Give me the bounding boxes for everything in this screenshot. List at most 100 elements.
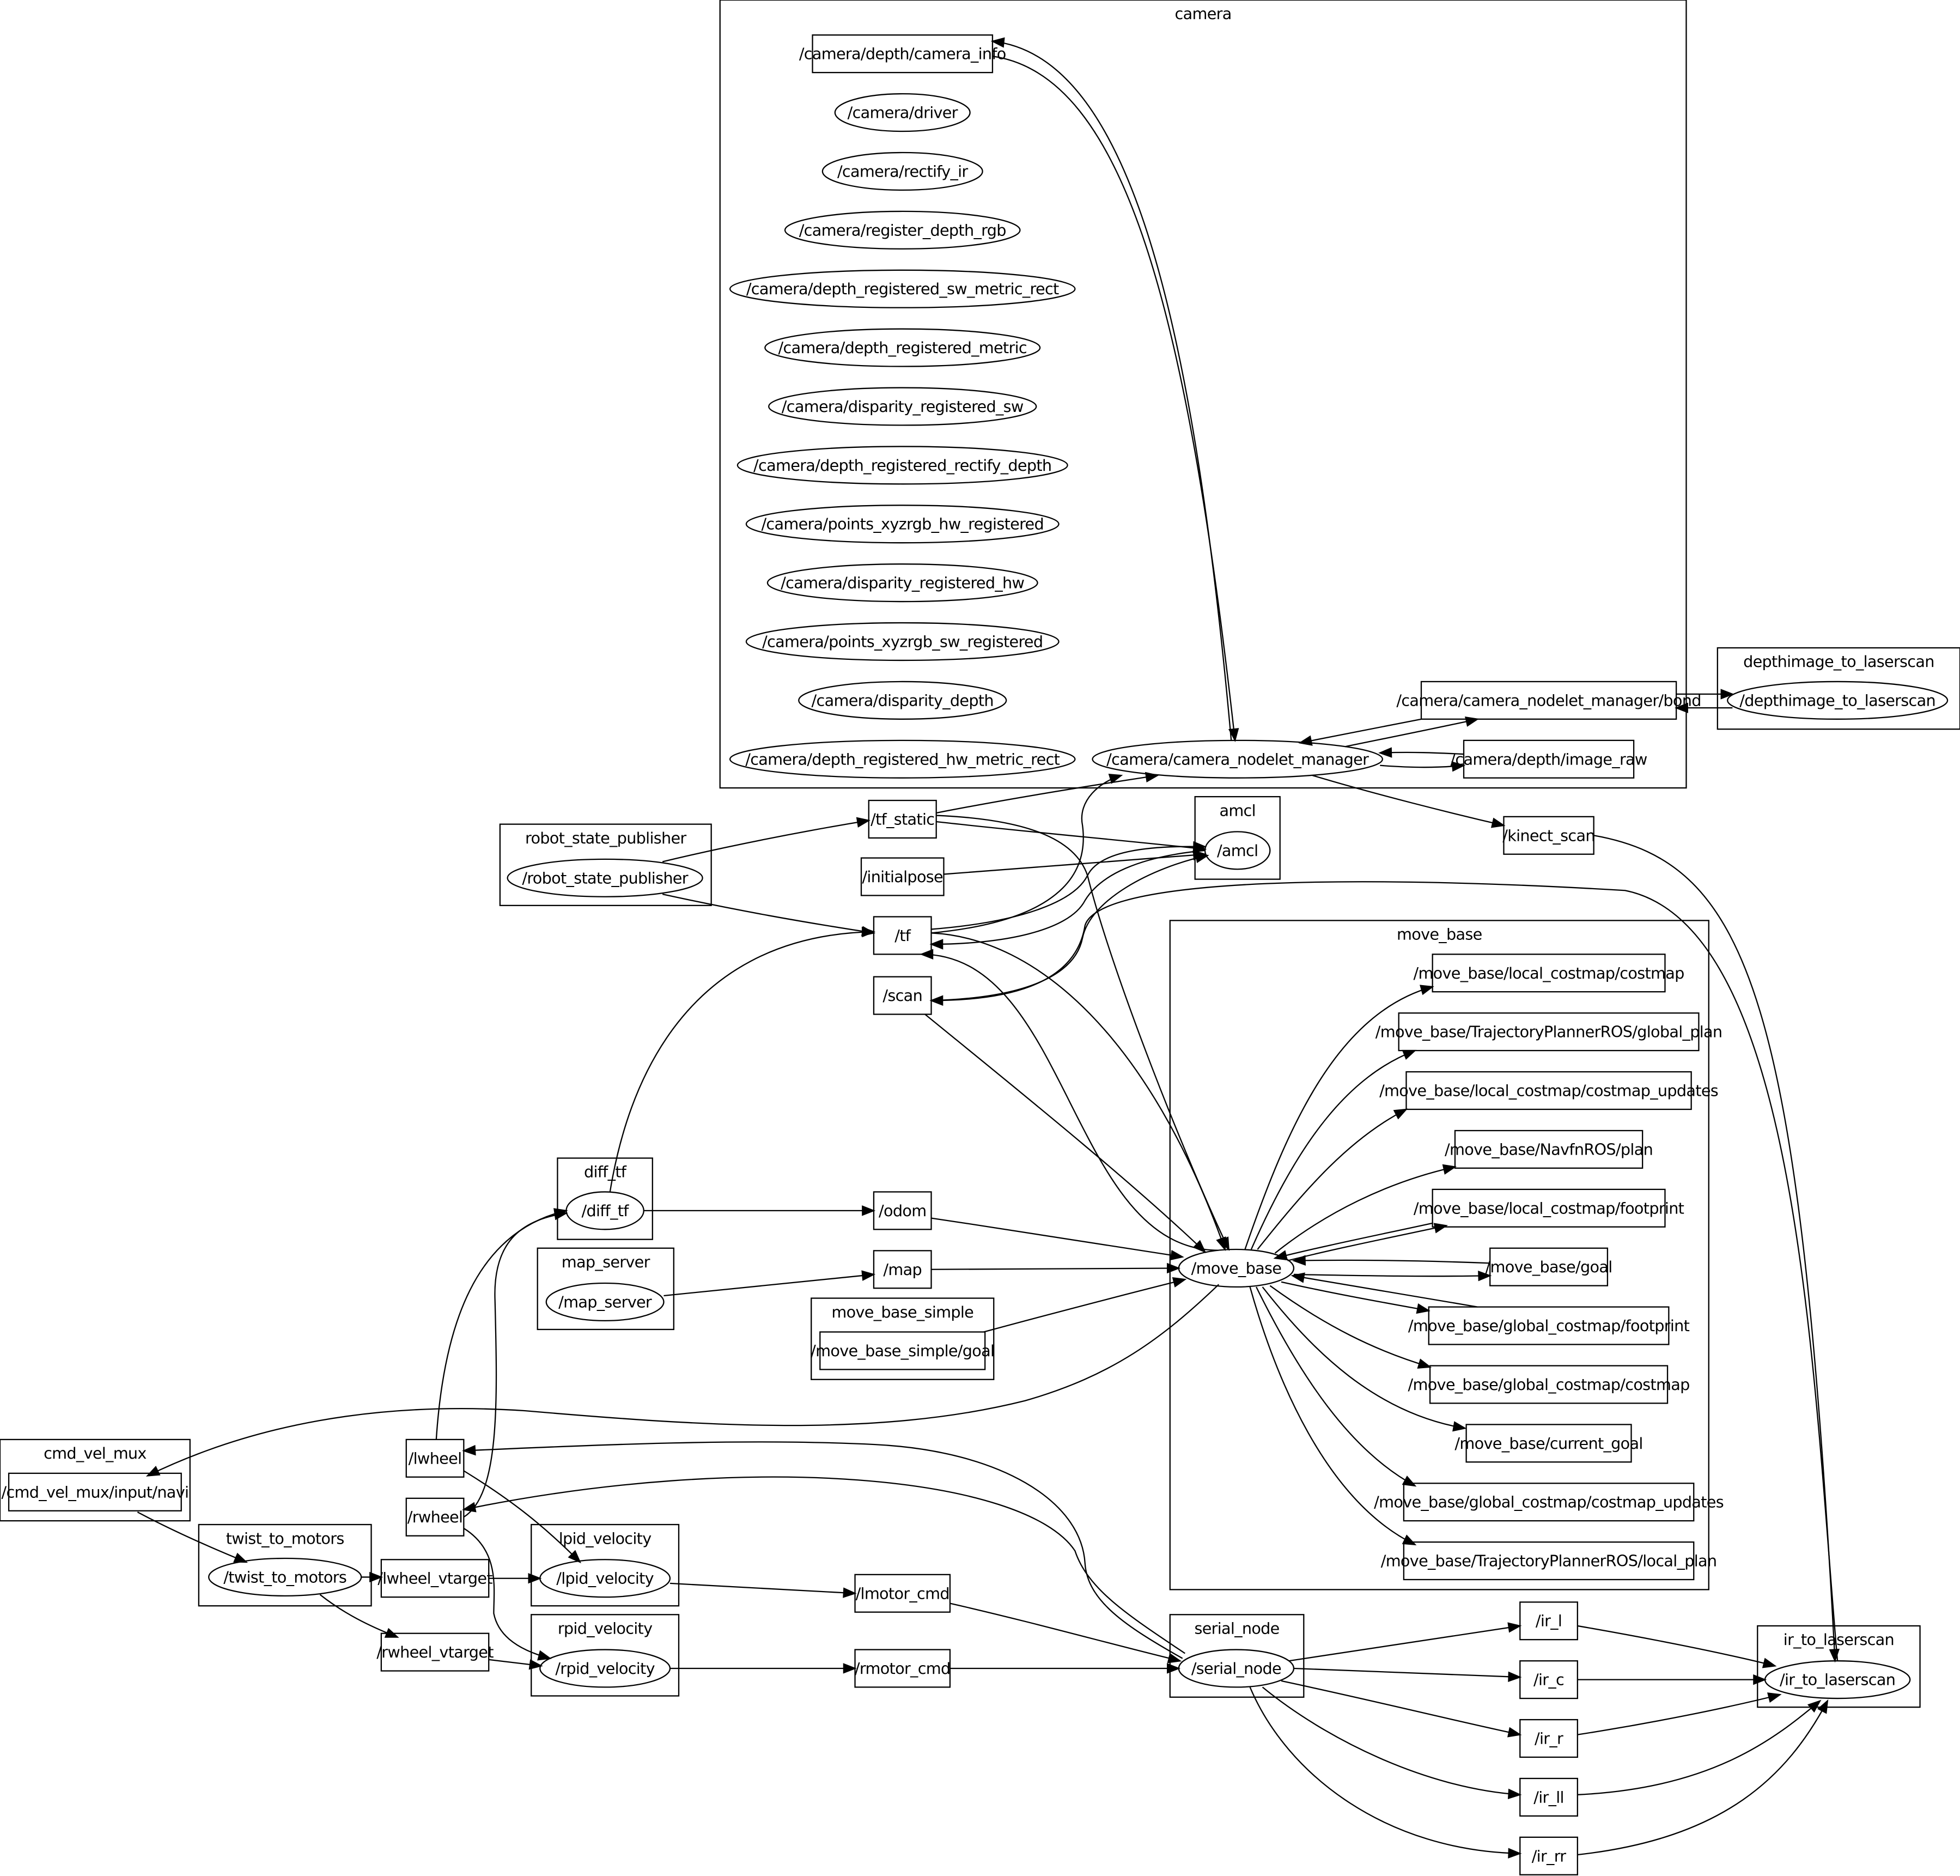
edge-line	[1300, 718, 1422, 744]
edge-robot-state-publisher-to-tf-static	[662, 817, 871, 863]
topic-camera-depth-image-raw[interactable]: /camera/depth/image_raw	[1450, 739, 1648, 779]
topic-ir-rr[interactable]: /ir_rr	[1519, 1836, 1578, 1875]
ros-node-lpid-velocity[interactable]: /lpid_velocity	[539, 1559, 671, 1598]
ros-node-camera-disparity-depth[interactable]: /camera/disparity_depth	[798, 681, 1007, 720]
topic-move-base-global-costmap-footprint[interactable]: /move_base/global_costmap/footprint	[1408, 1306, 1690, 1345]
ros-node-camera-depth-registered-sw-metric-rect[interactable]: /camera/depth_registered_sw_metric_rect	[729, 269, 1076, 308]
ros-node-camera-points-xyzrgb-sw-registered[interactable]: /camera/points_xyzrgb_sw_registered	[745, 622, 1060, 661]
topic-kinect-scan[interactable]: /kinect_scan	[1502, 816, 1596, 855]
ros-node-diff-tf[interactable]: /diff_tf	[565, 1191, 644, 1230]
arrowhead-icon	[1192, 1240, 1207, 1253]
edge-line	[435, 1210, 567, 1440]
edge-lwheel-to-diff-tf	[435, 1208, 568, 1440]
topic-move-base-current-goal[interactable]: /move_base/current_goal	[1454, 1424, 1643, 1463]
edge-depthimage-to-laserscan-to-camera-camera-nodelet-manager-bond	[1674, 702, 1733, 713]
topic-move-base-trajectoryplannerros-local-plan[interactable]: /move_base/TrajectoryPlannerROS/local_pl…	[1381, 1541, 1717, 1581]
ros-node-rpid-velocity[interactable]: /rpid_velocity	[539, 1649, 671, 1688]
node-label: /camera/points_xyzrgb_hw_registered	[761, 515, 1044, 533]
ros-node-camera-camera-nodelet-manager[interactable]: /camera/camera_nodelet_manager	[1092, 739, 1384, 779]
topic-cmd-vel-mux-input-navi[interactable]: /cmd_vel_mux/input/navi	[2, 1472, 189, 1511]
arrowhead-icon	[369, 1571, 384, 1583]
ros-node-camera-depth-registered-rectify-depth[interactable]: /camera/depth_registered_rectify_depth	[736, 446, 1068, 485]
cluster-label: robot_state_publisher	[525, 829, 686, 847]
topic-move-base-local-costmap-footprint[interactable]: /move_base/local_costmap/footprint	[1414, 1188, 1684, 1228]
cluster-diff-tf: diff_tf	[557, 1157, 653, 1240]
topic-lwheel[interactable]: /lwheel	[405, 1438, 465, 1478]
topic-move-base-global-costmap-costmap-updates[interactable]: /move_base/global_costmap/costmap_update…	[1374, 1483, 1724, 1522]
nodes-layer: /camera/depth/camera_info/camera/driver /…	[2, 34, 1949, 1875]
cluster-box	[0, 1438, 191, 1522]
topic-move-base-global-costmap-costmap[interactable]: /move_base/global_costmap/costmap	[1408, 1365, 1690, 1404]
topic-move-base-navfnros-plan[interactable]: /move_base/NavfnROS/plan	[1445, 1130, 1653, 1169]
topic-ir-ll[interactable]: /ir_ll	[1519, 1777, 1578, 1817]
topic-rmotor-cmd[interactable]: /rmotor_cmd	[854, 1649, 951, 1688]
ros-node-move-base[interactable]: /move_base	[1178, 1248, 1295, 1288]
node-label: /move_base/TrajectoryPlannerROS/local_pl…	[1381, 1552, 1717, 1570]
ros-node-map-server[interactable]: /map_server	[545, 1282, 665, 1322]
topic-map[interactable]: /map	[873, 1250, 932, 1289]
node-label: /move_base/local_costmap/footprint	[1414, 1199, 1684, 1217]
topic-tf[interactable]: /tf	[873, 916, 932, 955]
topic-camera-camera-nodelet-manager-bond[interactable]: /camera/camera_nodelet_manager/bond	[1396, 681, 1701, 720]
ros-node-twist-to-motors[interactable]: /twist_to_motors	[208, 1557, 362, 1596]
topic-odom[interactable]: /odom	[873, 1191, 932, 1230]
topic-rwheel[interactable]: /rwheel	[405, 1497, 465, 1537]
edge-cmd-vel-mux-input-navi-to-twist-to-motors	[137, 1511, 248, 1563]
topic-scan[interactable]: /scan	[873, 976, 932, 1015]
ros-node-amcl[interactable]: /amcl	[1204, 831, 1271, 870]
node-label: /camera/camera_nodelet_manager/bond	[1396, 691, 1701, 709]
topic-move-base-trajectoryplannerros-global-plan[interactable]: /move_base/TrajectoryPlannerROS/global_p…	[1375, 1012, 1722, 1052]
topic-move-base-goal[interactable]: /move_base/goal	[1486, 1247, 1612, 1286]
ros-node-camera-depth-registered-hw-metric-rect[interactable]: /camera/depth_registered_hw_metric_rect	[729, 739, 1076, 779]
ros-node-camera-rectify-ir[interactable]: /camera/rectify_ir	[821, 151, 983, 191]
node-ellipse	[745, 505, 1060, 544]
topic-box	[1403, 1483, 1695, 1522]
topic-box	[868, 799, 937, 839]
topic-rwheel-vtarget[interactable]: /rwheel_vtarget	[376, 1632, 494, 1672]
ros-node-camera-register-depth-rgb[interactable]: /camera/register_depth_rgb	[784, 210, 1021, 250]
ros-node-camera-disparity-registered-hw[interactable]: /camera/disparity_registered_hw	[766, 563, 1038, 603]
topic-initialpose[interactable]: /initialpose	[860, 857, 945, 896]
ros-node-serial-node[interactable]: /serial_node	[1178, 1649, 1295, 1688]
topic-box	[1489, 1247, 1609, 1286]
edge-lpid-velocity-to-lmotor-cmd	[669, 1582, 857, 1598]
topic-ir-c[interactable]: /ir_c	[1519, 1660, 1578, 1699]
arrowhead-icon	[537, 1650, 552, 1661]
edge-serial-node-to-ir-ll	[1262, 1686, 1522, 1800]
topic-camera-depth-camera-info[interactable]: /camera/depth/camera_info	[799, 34, 1006, 74]
topic-box	[1420, 681, 1677, 720]
ros-node-camera-depth-registered-metric[interactable]: /camera/depth_registered_metric	[764, 328, 1041, 367]
edge-line	[662, 819, 869, 863]
arrowhead-icon	[861, 926, 876, 938]
clusters-layer: cameradepthimage_to_laserscanamclrobot_s…	[0, 0, 1960, 1708]
ros-node-depthimage-to-laserscan[interactable]: /depthimage_to_laserscan	[1727, 681, 1949, 720]
topic-ir-r[interactable]: /ir_r	[1519, 1719, 1578, 1758]
arrowhead-icon	[1167, 1653, 1182, 1663]
topic-lwheel-vtarget[interactable]: /lwheel_vtarget	[378, 1559, 493, 1598]
node-label: /lpid_velocity	[556, 1569, 654, 1588]
edge-twist-to-motors-to-rwheel-vtarget	[319, 1594, 399, 1638]
topic-move-base-local-costmap-costmap-updates[interactable]: /move_base/local_costmap/costmap_updates	[1379, 1071, 1719, 1110]
topic-tf-static[interactable]: /tf_static	[868, 799, 937, 839]
ros-node-robot-state-publisher[interactable]: /robot_state_publisher	[507, 858, 703, 897]
node-ellipse	[745, 622, 1060, 661]
ros-node-camera-driver[interactable]: /camera/driver	[834, 93, 971, 132]
edge-line	[924, 1013, 1206, 1253]
topic-lmotor-cmd[interactable]: /lmotor_cmd	[854, 1574, 951, 1613]
arrowhead-icon	[862, 1205, 876, 1216]
arrowhead-icon	[1402, 1049, 1417, 1060]
topic-move-base-local-costmap-costmap[interactable]: /move_base/local_costmap/costmap	[1413, 954, 1684, 993]
node-label: /camera/points_xyzrgb_sw_registered	[762, 633, 1043, 651]
edge-map-server-to-map	[664, 1270, 876, 1297]
node-ellipse	[1178, 1248, 1295, 1288]
arrowhead-icon	[568, 1550, 581, 1564]
edge-camera-camera-nodelet-manager-bond-to-depthimage-to-laserscan	[1676, 689, 1734, 700]
ros-node-camera-disparity-registered-sw[interactable]: /camera/disparity_registered_sw	[768, 387, 1037, 426]
ros-node-camera-points-xyzrgb-hw-registered[interactable]: /camera/points_xyzrgb_hw_registered	[745, 505, 1060, 544]
node-label: /rmotor_cmd	[855, 1659, 951, 1678]
ros-node-ir-to-laserscan[interactable]: /ir_to_laserscan	[1764, 1660, 1911, 1699]
topic-move-base-simple-goal[interactable]: /move_base_simple/goal	[811, 1331, 995, 1370]
node-label: /amcl	[1217, 841, 1258, 860]
edge-line	[609, 931, 874, 1192]
topic-ir-l[interactable]: /ir_l	[1519, 1601, 1578, 1641]
